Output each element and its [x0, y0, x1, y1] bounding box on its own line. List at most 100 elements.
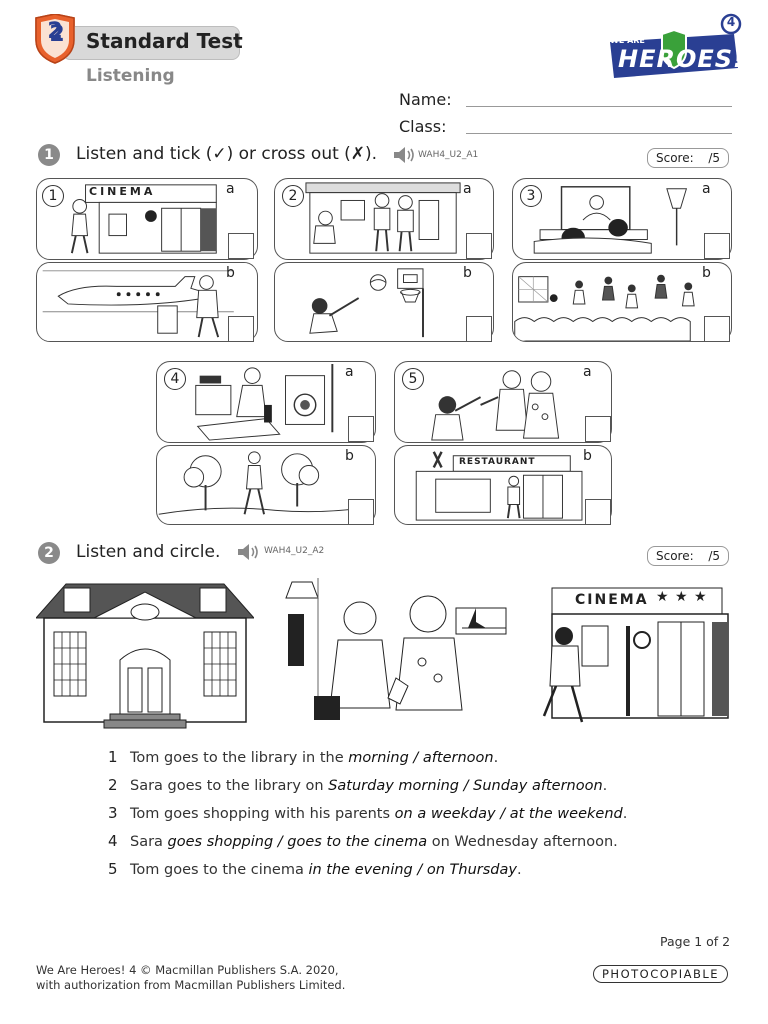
circle-option[interactable]: goes shopping: [167, 834, 274, 850]
circle-option[interactable]: on a weekday: [394, 806, 496, 822]
shopping-girls-picture: [272, 578, 518, 736]
brand-logo: WE ARE HEROES! 4: [604, 12, 744, 84]
sentence-number: 1: [108, 748, 118, 766]
basketball-picture: [309, 268, 424, 338]
score-label: Score:: [656, 151, 694, 165]
item1-option-b-label: b: [226, 265, 235, 281]
audio-speaker-icon: [394, 147, 414, 163]
cinema-stars: ★ ★ ★: [656, 589, 708, 605]
brand-name: HEROES!: [618, 45, 745, 73]
item2-number: 2: [282, 185, 304, 207]
library-building-picture: [36, 583, 254, 729]
item5-option-b-tickbox[interactable]: [585, 499, 611, 525]
item5-option-a-label: a: [583, 364, 592, 380]
circle-option[interactable]: afternoon: [422, 750, 494, 766]
item4-option-a-tickbox[interactable]: [348, 416, 374, 442]
item2-option-b-tickbox[interactable]: [466, 316, 492, 342]
circle-option[interactable]: in the evening: [308, 862, 413, 878]
item5-number: 5: [402, 368, 424, 390]
cinema-sign: CINEMA: [575, 592, 649, 608]
sentence-number: 2: [108, 776, 118, 794]
item4-picture-b: [156, 445, 376, 525]
section2-audio-code: WAH4_U2_A2: [264, 546, 325, 556]
item2-picture-a: [274, 178, 494, 260]
circle-option[interactable]: goes to the cinema: [287, 834, 428, 850]
house-friends-picture: [305, 182, 461, 254]
circle-option[interactable]: at the weekend: [509, 806, 623, 822]
section1-number: 1: [38, 144, 60, 166]
circle-option[interactable]: Saturday morning: [328, 778, 459, 794]
page-number: Page 1 of 2: [660, 934, 731, 949]
item4-option-a-label: a: [345, 364, 354, 380]
item5-restaurant-sign: RESTAURANT: [459, 457, 536, 467]
item1-option-a-label: a: [226, 181, 235, 197]
page-title: Standard Test: [86, 29, 243, 53]
item3-option-a-tickbox[interactable]: [704, 233, 730, 259]
item2-option-a-label: a: [463, 181, 472, 197]
item5-option-b-label: b: [583, 448, 592, 464]
item3-picture-b: [512, 262, 732, 342]
brand-logo-icon: [610, 13, 742, 78]
section1-instruction: Listen and tick (✓) or cross out (✗).: [76, 144, 378, 164]
item4-number: 4: [164, 368, 186, 390]
item2-option-a-tickbox[interactable]: [466, 233, 492, 259]
item1-number: 1: [42, 185, 64, 207]
house-chores-picture: [195, 363, 334, 441]
item1-cinema-sign: CINEMA: [89, 185, 156, 198]
circle-option[interactable]: on Thursday: [426, 862, 517, 878]
item3-option-a-label: a: [702, 181, 711, 197]
item3-option-b-tickbox[interactable]: [704, 316, 730, 342]
score-total: /5: [708, 549, 720, 563]
item1-option-a-tickbox[interactable]: [228, 233, 254, 259]
item3-number: 3: [520, 185, 542, 207]
photocopiable-badge: PHOTOCOPIABLE: [593, 965, 729, 983]
brand-top: WE ARE: [610, 36, 645, 45]
section2-instruction: Listen and circle.: [76, 542, 221, 562]
item1-option-b-tickbox[interactable]: [228, 316, 254, 342]
level-number: 4: [726, 15, 736, 29]
park-walk-picture: [158, 451, 374, 515]
football-match-picture: [514, 274, 695, 341]
class-field[interactable]: [466, 133, 732, 134]
section2-score-box: Score: /5: [647, 546, 729, 566]
item5-option-a-tickbox[interactable]: [585, 416, 611, 442]
audio-speaker-icon: [238, 544, 258, 560]
sentence-number: 3: [108, 804, 118, 822]
item1-picture-a: CINEMA: [36, 178, 258, 260]
item3-option-b-label: b: [702, 265, 711, 281]
cinema-entrance-picture: [542, 587, 729, 723]
unit-number-label: 2: [47, 19, 63, 44]
item4-option-b-label: b: [345, 448, 354, 464]
circle-option[interactable]: Sunday afternoon: [473, 778, 603, 794]
section2-number: 2: [38, 542, 60, 564]
airport-plane-picture: [38, 263, 256, 341]
unit-shield-front-icon: [35, 14, 75, 64]
item1-picture-b: [36, 262, 258, 342]
item2-option-b-label: b: [463, 265, 472, 281]
item4-option-b-tickbox[interactable]: [348, 499, 374, 525]
copyright-line-2: with authorization from Macmillan Publis…: [36, 978, 346, 992]
living-room-tv-picture: [533, 186, 688, 254]
score-label: Score:: [656, 549, 694, 563]
item5-picture-a: [394, 361, 612, 443]
unit-number: 2: [49, 22, 65, 47]
item5-picture-b: RESTAURANT: [394, 445, 612, 525]
copyright-line-1: We Are Heroes! 4 © Macmillan Publishers …: [36, 963, 339, 977]
section1-audio-code: WAH4_U2_A1: [418, 150, 479, 160]
item2-picture-b: [274, 262, 494, 342]
name-field[interactable]: [466, 106, 732, 107]
page-subtitle: Listening: [86, 66, 175, 86]
item4-picture-a: [156, 361, 376, 443]
restaurant-front-picture: [415, 451, 583, 521]
sentence-number: 4: [108, 832, 118, 850]
item3-picture-a: [512, 178, 732, 260]
grandparents-greeting-picture: [431, 370, 560, 441]
sentence-number: 5: [108, 860, 118, 878]
name-label: Name:: [399, 90, 452, 109]
circle-option[interactable]: morning: [348, 750, 409, 766]
